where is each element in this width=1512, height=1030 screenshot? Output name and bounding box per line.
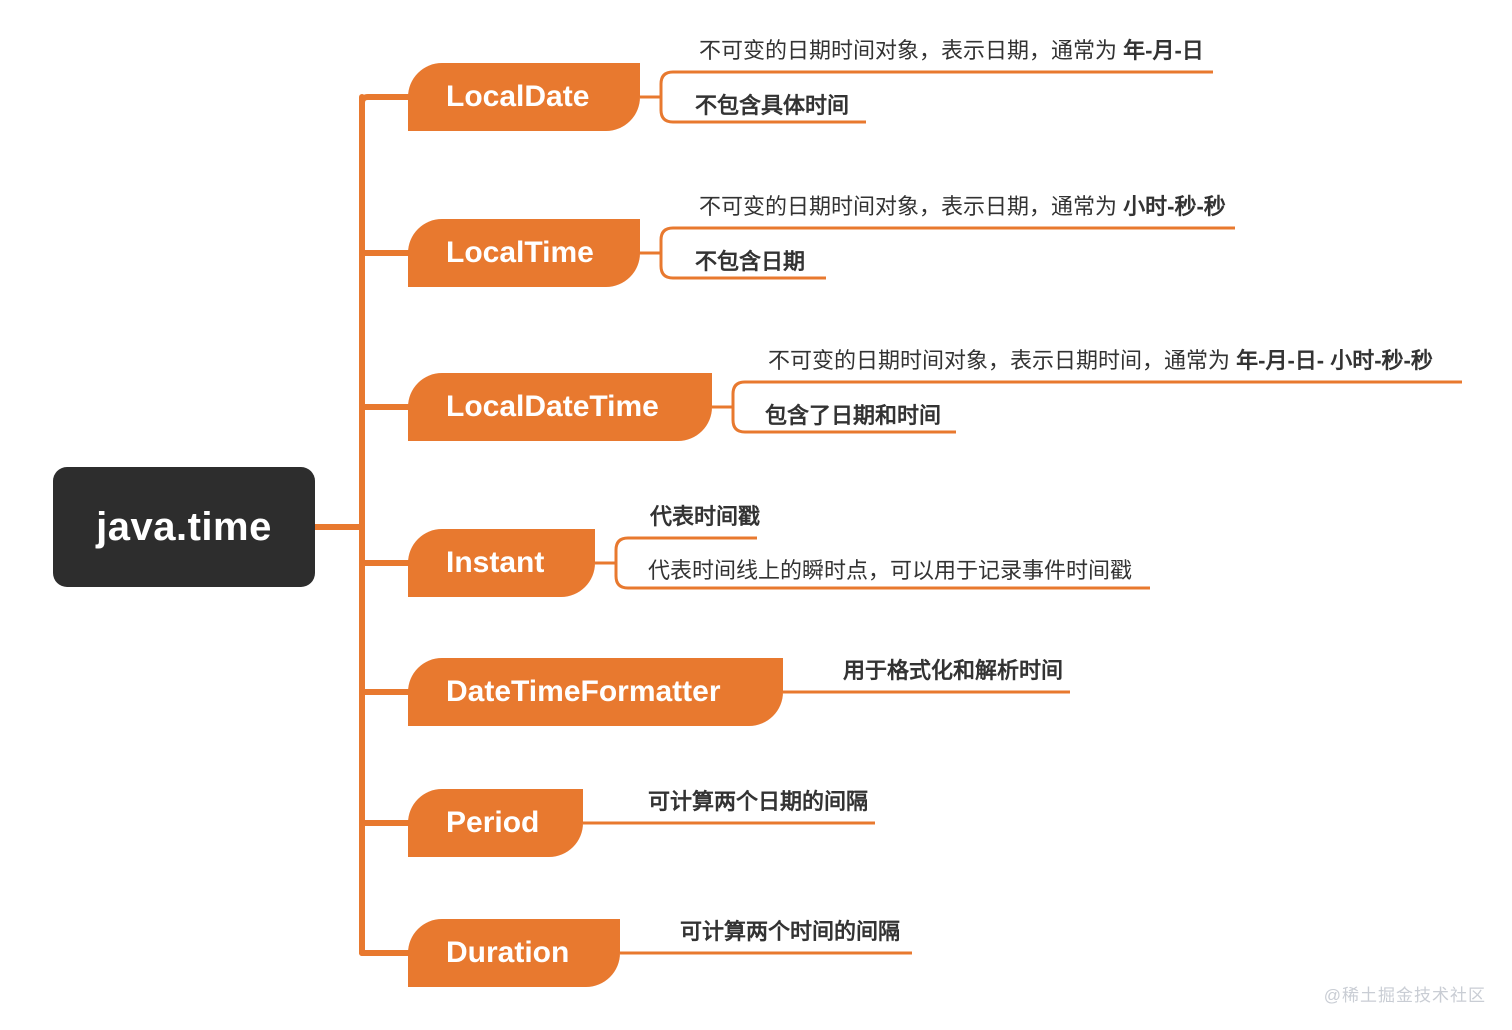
leaf-run-text: 代表时间线上的瞬时点，可以用于记录事件时间戳 xyxy=(648,558,1133,583)
leaf-run-text: 不可变的日期时间对象，表示日期，通常为 xyxy=(699,194,1124,219)
topic-label-datetimeformatter: DateTimeFormatter xyxy=(446,675,721,708)
root-node-label: java.time xyxy=(96,505,272,549)
leaf-localdate-0: 不可变的日期时间对象，表示日期，通常为 年-月-日 xyxy=(699,40,1204,62)
topic-label-localdate: LocalDate xyxy=(446,80,590,113)
topic-node-instant[interactable]: Instant xyxy=(408,529,595,597)
leaf-run-emphasis: 小时-秒-秒 xyxy=(1123,194,1226,219)
topic-node-period[interactable]: Period xyxy=(408,789,583,857)
leaf-instant-1: 代表时间线上的瞬时点，可以用于记录事件时间戳 xyxy=(648,560,1132,582)
leaf-run-emphasis: 年-月-日 xyxy=(1123,38,1204,63)
leaf-localtime-0: 不可变的日期时间对象，表示日期，通常为 小时-秒-秒 xyxy=(699,196,1226,218)
topic-node-localdatetime[interactable]: LocalDateTime xyxy=(408,373,712,441)
leaf-datetimeformatter-0: 用于格式化和解析时间 xyxy=(843,660,1063,682)
leaf-run-text: 不可变的日期时间对象，表示日期，通常为 xyxy=(699,38,1124,63)
leaf-run-emphasis: 代表时间戳 xyxy=(650,504,761,529)
leaf-run-emphasis: 可计算两个日期的间隔 xyxy=(648,789,869,814)
leaf-localtime-1: 不包含日期 xyxy=(695,251,805,273)
topic-label-localdatetime: LocalDateTime xyxy=(446,390,659,423)
topic-label-instant: Instant xyxy=(446,546,545,579)
topic-node-datetimeformatter[interactable]: DateTimeFormatter xyxy=(408,658,783,726)
leaf-run-emphasis: 用于格式化和解析时间 xyxy=(843,658,1064,683)
leaf-run-emphasis: 年-月-日- 小时-秒-秒 xyxy=(1236,348,1433,373)
leaf-run-text: 不可变的日期时间对象，表示日期时间，通常为 xyxy=(768,348,1237,373)
leaf-duration-0: 可计算两个时间的间隔 xyxy=(680,921,900,943)
root-node-java-time[interactable]: java.time xyxy=(53,467,315,587)
leaf-period-0: 可计算两个日期的间隔 xyxy=(648,791,868,813)
leaf-instant-0: 代表时间戳 xyxy=(650,506,760,528)
leaf-run-emphasis: 包含了日期和时间 xyxy=(765,403,942,428)
leaf-localdate-1: 不包含具体时间 xyxy=(695,95,849,117)
topic-label-duration: Duration xyxy=(446,936,570,969)
leaf-localdatetime-1: 包含了日期和时间 xyxy=(765,405,941,427)
topic-label-localtime: LocalTime xyxy=(446,236,594,269)
leaf-run-emphasis: 不包含日期 xyxy=(695,249,806,274)
topic-node-localdate[interactable]: LocalDate xyxy=(408,63,640,131)
watermark-label: @稀土掘金技术社区 xyxy=(1323,986,1486,1005)
leaf-run-emphasis: 不包含具体时间 xyxy=(695,93,850,118)
leaf-run-emphasis: 可计算两个时间的间隔 xyxy=(680,919,901,944)
leaf-localdatetime-0: 不可变的日期时间对象，表示日期时间，通常为 年-月-日- 小时-秒-秒 xyxy=(768,350,1433,372)
topic-node-duration[interactable]: Duration xyxy=(408,919,620,987)
topic-label-period: Period xyxy=(446,806,540,839)
topic-node-localtime[interactable]: LocalTime xyxy=(408,219,640,287)
